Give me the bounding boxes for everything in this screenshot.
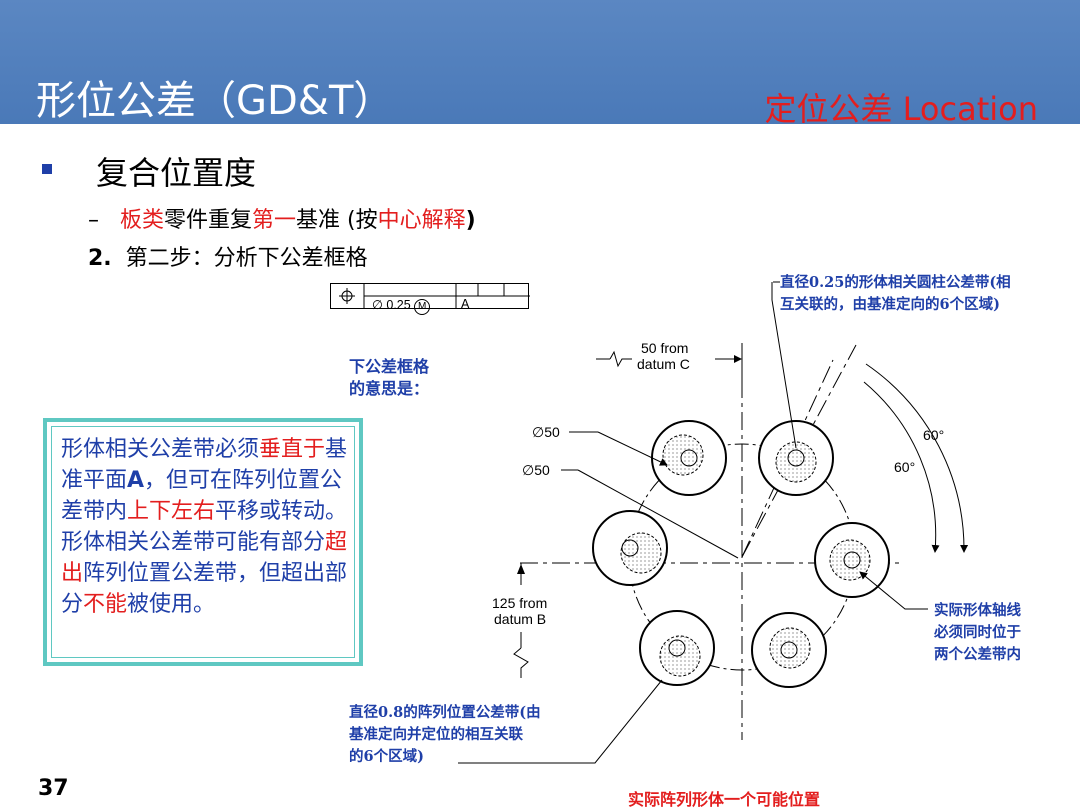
hole-bottom-right bbox=[751, 612, 827, 688]
step-text: 第二步：分析下公差框格 bbox=[125, 246, 368, 271]
dimension-datum-b bbox=[513, 563, 529, 678]
hole-top-right bbox=[758, 420, 834, 496]
leader-right bbox=[859, 571, 928, 610]
meaning-line-2: 的意思是： bbox=[349, 379, 430, 398]
exp-t8: 超出 bbox=[61, 530, 348, 586]
note-bottom-1: 直径0.8的阵列位置公差带(由 bbox=[349, 704, 541, 721]
dash-bullet: – bbox=[88, 208, 99, 233]
note-top-right-1: 直径0.25的形体相关圆柱公差带(相 bbox=[780, 274, 1011, 291]
note-bottom-3: 的6个区域) bbox=[349, 748, 424, 765]
hole-top-left bbox=[651, 420, 727, 496]
explanation-box-inner bbox=[51, 426, 355, 658]
note-right-1: 实际形体轴线 bbox=[934, 602, 1021, 619]
text-datum: 基准 (按 bbox=[296, 208, 378, 233]
note-top-right: 直径0.25的形体相关圆柱公差带(相 互关联的，由基准定向的6个区域) bbox=[780, 272, 1011, 316]
step-line: 2. 第二步：分析下公差框格 bbox=[88, 240, 368, 272]
fcf-tolerance: ∅ 0.25 M bbox=[372, 297, 431, 315]
page-number: 37 bbox=[38, 776, 69, 801]
heading-composite-position: 复合位置度 bbox=[96, 154, 257, 192]
note-bottom-red: 实际阵列形体一个可能位置 bbox=[628, 790, 821, 809]
exp-t10: 不能 bbox=[83, 592, 128, 617]
hole-right bbox=[814, 522, 890, 598]
exp-t7: 平移或转动。形体相关公差带可能有部分 bbox=[61, 499, 348, 555]
exp-t11: 被使用。 bbox=[127, 592, 216, 617]
slide-subtitle: 定位公差 Location bbox=[764, 90, 1038, 128]
explanation-text: 形体相关公差带必须垂直于基准平面A，但可在阵列位置公差带内上下左右平移或转动。形… bbox=[61, 434, 351, 620]
dim-b-line-1: 125 from bbox=[492, 595, 547, 611]
dimension-datum-c bbox=[596, 343, 743, 398]
title-bar: 形位公差（GD&T） 定位公差 Location bbox=[0, 0, 1080, 128]
exp-t1: 形体相关公差带必须 bbox=[61, 437, 260, 462]
note-bottom-2: 基准定向并定位的相互关联 bbox=[349, 726, 523, 743]
note-bottom: 直径0.8的阵列位置公差带(由 基准定向并定位的相互关联 的6个区域) bbox=[349, 702, 541, 768]
bullet-square-icon bbox=[42, 164, 52, 174]
note-top-right-2: 互关联的，由基准定向的6个区域) bbox=[780, 296, 1000, 313]
exp-t2: 垂直于 bbox=[259, 437, 326, 462]
hole-bottom-left bbox=[639, 610, 715, 686]
position-symbol-icon bbox=[339, 288, 355, 304]
text-plate: 板类 bbox=[119, 208, 164, 233]
meaning-line-1: 下公差框格 bbox=[349, 357, 430, 376]
diameter-label-2: ∅50 bbox=[522, 462, 550, 478]
mmc-modifier-icon: M bbox=[414, 299, 431, 315]
slide-title: 形位公差（GD&T） bbox=[36, 78, 394, 124]
leader-top-right bbox=[771, 282, 797, 449]
meaning-label: 下公差框格 的意思是： bbox=[349, 356, 429, 400]
fcf-datum: A bbox=[461, 297, 470, 311]
angle-arc-60-inner bbox=[863, 381, 940, 553]
text-paren: ) bbox=[465, 208, 476, 233]
step-number: 2. bbox=[88, 246, 112, 271]
dim-c-line-1: 50 from bbox=[641, 340, 688, 356]
text-center-interp: 中心解释 bbox=[377, 208, 466, 233]
note-right-3: 两个公差带内 bbox=[934, 646, 1021, 663]
note-right: 实际形体轴线 必须同时位于 两个公差带内 bbox=[934, 600, 1021, 666]
exp-t6: 上下左右 bbox=[127, 499, 216, 524]
angle-arc-60-outer bbox=[865, 363, 969, 553]
dim-c-line-2: datum C bbox=[637, 356, 690, 372]
exp-t9: 阵列位置公差带，但超出部分 bbox=[61, 561, 348, 617]
text-parts: 零件重复 bbox=[164, 208, 253, 233]
leader-bottom bbox=[458, 679, 663, 764]
explanation-box: 形体相关公差带必须垂直于基准平面A，但可在阵列位置公差带内上下左右平移或转动。形… bbox=[43, 418, 363, 666]
diameter-label-1: ∅50 bbox=[532, 424, 560, 440]
exp-t5: ，但可在阵列位置公差带内 bbox=[61, 468, 343, 524]
exp-t3: 基准平面 bbox=[61, 437, 348, 493]
dim-b-line-2: datum B bbox=[494, 611, 546, 627]
exp-t4: A bbox=[127, 468, 145, 493]
angle-label-1: 60° bbox=[923, 427, 944, 443]
hole-left bbox=[592, 510, 668, 586]
note-right-2: 必须同时位于 bbox=[934, 624, 1021, 641]
sub-bullet-line: – 板类零件重复第一基准 (按中心解释) bbox=[88, 202, 476, 234]
text-first: 第一 bbox=[252, 208, 297, 233]
angle-label-2: 60° bbox=[894, 459, 915, 475]
fcf-tol-value: ∅ 0.25 bbox=[372, 298, 411, 312]
